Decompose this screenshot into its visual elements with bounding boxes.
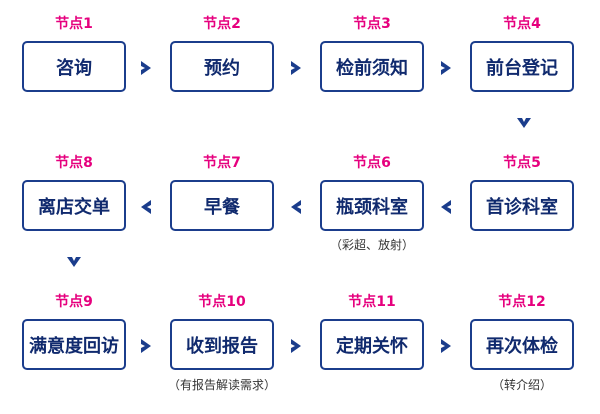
chevron-right-icon (137, 337, 155, 355)
node-label: 节点3 (353, 16, 391, 32)
node-box: 再次体检 (470, 319, 574, 370)
node-label: 节点6 (353, 155, 391, 171)
chevron-left-icon (137, 198, 155, 216)
node-box: 定期关怀 (320, 319, 424, 370)
chevron-right-icon (287, 337, 305, 355)
node-label: 节点12 (498, 294, 546, 310)
node-box: 离店交单 (22, 180, 126, 231)
node-6: 节点6 瓶颈科室 (320, 153, 424, 231)
chevron-right-icon (437, 59, 455, 77)
node-label: 节点8 (55, 155, 93, 171)
node-label: 节点9 (55, 294, 93, 310)
chevron-right-icon (437, 337, 455, 355)
node-11: 节点11 定期关怀 (320, 292, 424, 370)
node-label: 节点1 (55, 16, 93, 32)
node-label: 节点4 (503, 16, 541, 32)
node-label: 节点7 (203, 155, 241, 171)
node-box: 前台登记 (470, 41, 574, 92)
node-box: 首诊科室 (470, 180, 574, 231)
node-4: 节点4 前台登记 (470, 14, 574, 92)
chevron-right-icon (137, 59, 155, 77)
node-8: 节点8 离店交单 (22, 153, 126, 231)
node-box: 检前须知 (320, 41, 424, 92)
chevron-down-icon (515, 114, 533, 132)
node-9: 节点9 满意度回访 (22, 292, 126, 370)
chevron-right-icon (287, 59, 305, 77)
node-5: 节点5 首诊科室 (470, 153, 574, 231)
note-node-6: （彩超、放射） (329, 238, 414, 252)
node-1: 节点1 咨询 (22, 14, 126, 92)
note-node-10: （有报告解读需求） (167, 378, 276, 392)
node-box: 预约 (170, 41, 274, 92)
node-7: 节点7 早餐 (170, 153, 274, 231)
node-box: 满意度回访 (22, 319, 126, 370)
node-label: 节点5 (503, 155, 541, 171)
node-box: 瓶颈科室 (320, 180, 424, 231)
node-label: 节点2 (203, 16, 241, 32)
node-2: 节点2 预约 (170, 14, 274, 92)
node-label: 节点10 (198, 294, 246, 310)
chevron-left-icon (437, 198, 455, 216)
chevron-left-icon (287, 198, 305, 216)
node-3: 节点3 检前须知 (320, 14, 424, 92)
note-node-12: （转介绍） (491, 378, 552, 392)
node-box: 早餐 (170, 180, 274, 231)
chevron-down-icon (65, 253, 83, 271)
node-10: 节点10 收到报告 (170, 292, 274, 370)
node-box: 收到报告 (170, 319, 274, 370)
node-label: 节点11 (348, 294, 396, 310)
node-box: 咨询 (22, 41, 126, 92)
node-12: 节点12 再次体检 (470, 292, 574, 370)
